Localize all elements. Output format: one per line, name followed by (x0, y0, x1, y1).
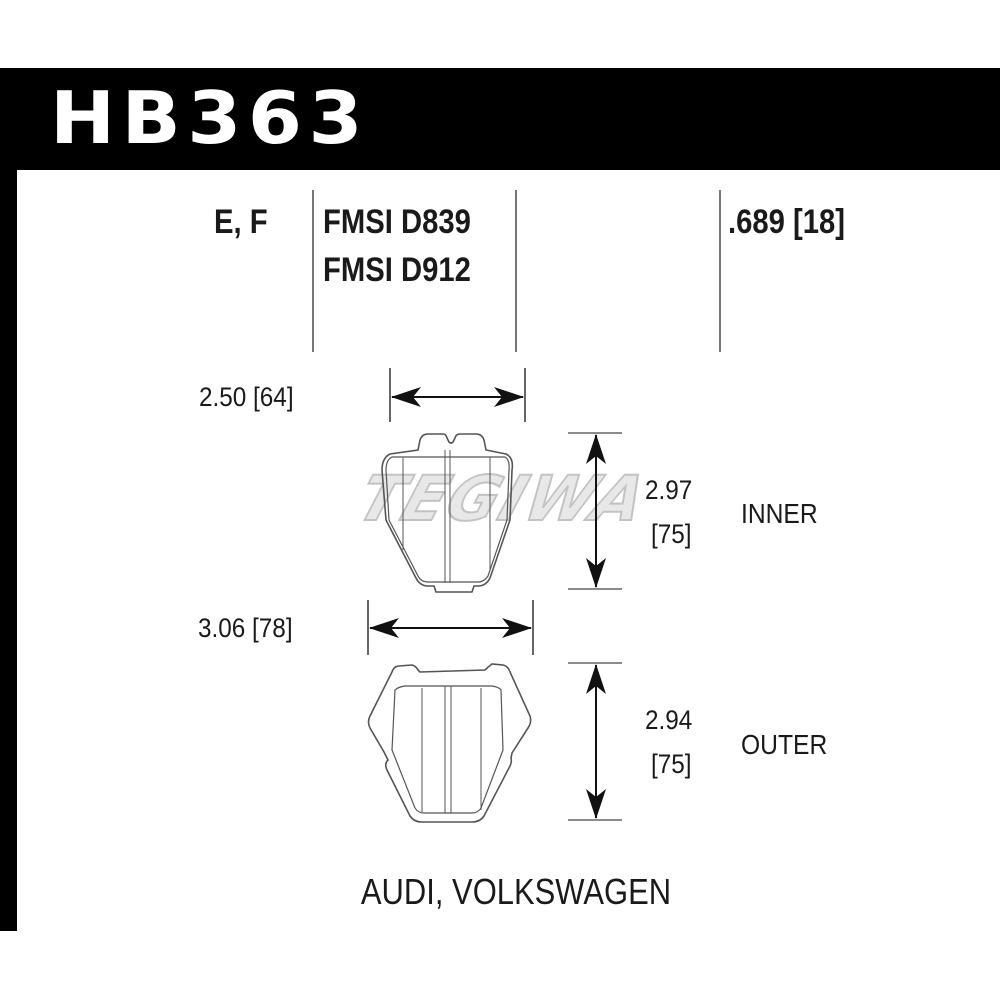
outer-width-label: 3.06 [78] (198, 613, 293, 643)
outer-width-dimension (367, 600, 534, 655)
outer-pad-outline (367, 663, 532, 823)
outer-height-dimension (568, 662, 622, 821)
inner-height-inches: 2.97 (645, 475, 693, 505)
thickness-spec: .689 [18] (728, 203, 846, 241)
outer-height-mm: [75] (651, 749, 692, 779)
fmsi-code-1: FMSI D839 (323, 203, 471, 241)
inner-height-dimension (568, 432, 622, 590)
inner-pad-outline (381, 433, 514, 593)
divider-1 (312, 190, 314, 352)
vehicle-application: AUDI, VOLKSWAGEN (360, 871, 672, 912)
svg-text:TEGIWA: TEGIWA (349, 463, 657, 535)
header-bar (0, 68, 1000, 170)
divider-2 (515, 190, 517, 352)
inner-height-mm: [75] (651, 519, 692, 549)
fmsi-code-2: FMSI D912 (323, 251, 471, 289)
divider-3 (719, 190, 721, 352)
part-number-title: HB363 (50, 76, 370, 160)
outer-height-inches: 2.94 (645, 705, 693, 735)
left-frame-bar (0, 68, 17, 931)
inner-pad-label: INNER (741, 498, 818, 529)
outer-pad-label: OUTER (741, 729, 828, 760)
inner-width-dimension (389, 368, 526, 422)
inner-width-label: 2.50 [64] (199, 382, 294, 412)
compound-codes: E, F (214, 203, 268, 241)
watermark-logo: TEGIWA (348, 462, 658, 536)
